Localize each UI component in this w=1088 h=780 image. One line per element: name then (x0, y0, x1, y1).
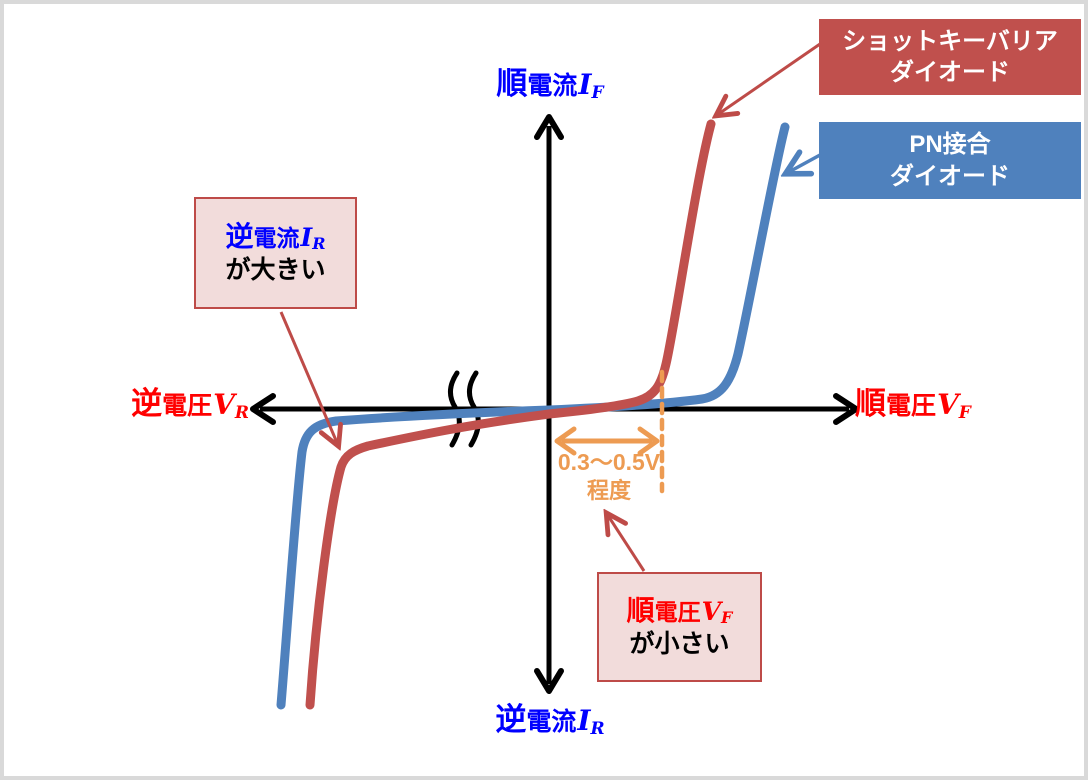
reverse-current-suffix: が大きい (225, 256, 326, 284)
y-axis-top-arrowhead (534, 114, 564, 140)
threshold-range-label: 0.3～0.5V (557, 449, 661, 475)
x-left-symbol: V (213, 388, 235, 421)
schottky-legend-line2: ダイオード (890, 59, 1010, 86)
schottky-legend-box: ショットキーバリア ダイオード (819, 19, 1081, 95)
forward-voltage-callout-arrow (607, 514, 646, 572)
forward-voltage-suffix: が小さい (629, 630, 730, 658)
reverse-current-callout-arrow (279, 311, 338, 445)
x-right-subscript: F (958, 403, 971, 423)
reverse-current-callout: 逆電流IR が大きい (194, 197, 357, 309)
threshold-degree-label: 程度 (586, 478, 631, 503)
x-right-kanji-small: 電圧 (886, 392, 937, 420)
pn-legend-arrow (787, 155, 821, 173)
y-bottom-kanji-small: 電流 (526, 708, 577, 736)
schottky-legend-arrow (717, 42, 821, 115)
pn-legend-line1: PN接合 (909, 131, 991, 159)
diagram-canvas (250, 42, 859, 710)
forward-voltage-callout: 順電圧VF が小さい (597, 572, 762, 682)
x-axis-left-arrowhead (250, 393, 276, 425)
y-axis-bottom-label: 逆電流IR (440, 704, 660, 738)
rc-subscript: R (312, 234, 326, 253)
y-top-kanji-big: 順 (496, 66, 528, 101)
y-top-kanji-small: 電流 (527, 72, 578, 100)
x-axis-right-arrowhead (833, 393, 859, 425)
y-axis-top-label: 順電流IF (440, 68, 660, 102)
forward-voltage-term: 順電圧VF (627, 597, 733, 626)
reverse-current-term: 逆電流IR (225, 223, 325, 252)
fv-subscript: F (721, 608, 733, 627)
y-bottom-symbol: I (577, 704, 591, 737)
y-axis (534, 114, 564, 694)
y-bottom-subscript: R (590, 719, 605, 739)
y-axis-bottom-arrowhead (534, 668, 564, 694)
pn-legend-box: PN接合 ダイオード (819, 122, 1081, 199)
rc-kanji-small: 電流 (253, 225, 300, 251)
y-bottom-kanji-big: 逆 (495, 702, 527, 737)
fv-kanji-big: 順 (626, 595, 655, 626)
schottky-legend-line1: ショットキーバリア (842, 27, 1058, 55)
range-arrow-left-head (554, 426, 577, 456)
y-top-symbol: I (578, 68, 592, 101)
pn-legend-line2: ダイオード (890, 162, 1010, 190)
fv-symbol: V (701, 597, 722, 626)
x-axis-right-label: 順電圧VF (855, 388, 1025, 422)
x-right-symbol: V (937, 388, 959, 421)
fv-kanji-small: 電圧 (654, 599, 701, 625)
x-left-kanji-small: 電圧 (162, 392, 213, 420)
x-right-kanji-big: 順 (855, 386, 886, 421)
rc-kanji-big: 逆 (225, 221, 254, 252)
threshold-annotation (554, 369, 665, 494)
range-arrow-right-head (637, 426, 660, 456)
y-top-subscript: F (591, 83, 604, 103)
schottky-diode-curve (305, 119, 716, 710)
x-axis-left-label: 逆電圧VR (104, 388, 249, 422)
rc-symbol: I (300, 223, 313, 252)
x-left-kanji-big: 逆 (131, 386, 163, 421)
x-left-subscript: R (234, 403, 249, 423)
